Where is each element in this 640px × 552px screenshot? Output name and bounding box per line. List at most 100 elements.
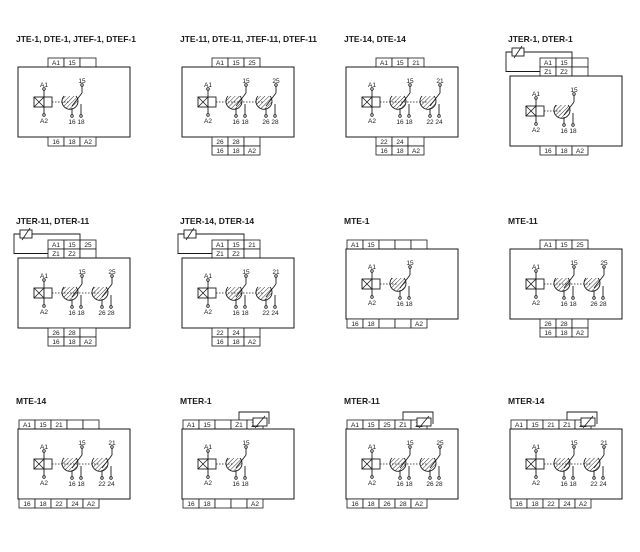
contact-arm	[101, 283, 113, 298]
coil-label: A2	[532, 127, 540, 134]
pin-circle	[572, 265, 576, 269]
bottom-terminal-label: 18	[203, 501, 211, 508]
pin-circle	[370, 269, 374, 273]
bottom-terminal-label: 28	[232, 139, 240, 146]
pin-circle	[572, 92, 576, 96]
top-terminal-label: 15	[68, 60, 76, 67]
coil-cross	[197, 458, 209, 470]
contact-label: 24	[599, 481, 607, 488]
pin-circle	[243, 114, 247, 118]
pin-circle	[206, 87, 210, 91]
diagram-title: JTER-1, DTER-1	[508, 34, 573, 44]
pin-circle	[80, 445, 84, 449]
bottom-terminal-cell	[243, 136, 261, 147]
contact-label: 25	[108, 269, 116, 276]
contact-label: 15	[78, 269, 86, 276]
bottom-terminal-label: 18	[68, 139, 76, 146]
top-terminal-cell	[571, 66, 589, 77]
bottom-terminal-cell	[214, 498, 232, 509]
pin-circle	[70, 114, 74, 118]
pin-circle	[407, 296, 411, 300]
pin-circle	[110, 274, 114, 278]
top-terminal-label: A1	[23, 422, 31, 429]
contact-label: 22	[426, 119, 434, 126]
bottom-terminal-label: 26	[52, 330, 60, 337]
bottom-terminal-cell	[407, 136, 425, 147]
bottom-terminal-label: 18	[367, 321, 375, 328]
contact-label: 28	[271, 119, 279, 126]
diagram-title: JTER-14, DTER-14	[180, 216, 254, 226]
z-link-wire	[238, 411, 270, 424]
bottom-terminal-label: 26	[216, 139, 224, 146]
diagram-title: MTER-11	[344, 396, 380, 406]
pin-circle	[42, 113, 46, 117]
top-terminal-label: 25	[84, 242, 92, 249]
contact-label: 15	[570, 87, 578, 94]
contact-label: 28	[599, 301, 607, 308]
coil-cross	[361, 278, 373, 290]
top-terminal-label: 15	[203, 422, 211, 429]
contact-arm	[399, 454, 411, 469]
contact-arm	[429, 92, 441, 107]
contact-label: 15	[242, 78, 250, 85]
pin-circle	[438, 83, 442, 87]
pin-circle	[274, 274, 278, 278]
timer-element	[207, 287, 217, 299]
contact-label: 28	[107, 310, 115, 317]
contact-arm	[235, 283, 247, 298]
contact-label: 25	[436, 440, 444, 447]
pin-circle	[562, 296, 566, 300]
coil-label: A2	[204, 309, 212, 316]
top-terminal-label: 15	[396, 60, 404, 67]
pin-circle	[206, 475, 210, 479]
coil-label: A2	[40, 480, 48, 487]
top-terminal-label: 15	[560, 60, 568, 67]
bottom-terminal-label: 16	[216, 148, 224, 155]
coil-label: A1	[532, 444, 540, 451]
top-terminal-cell	[410, 239, 428, 250]
pin-circle	[407, 114, 411, 118]
pin-circle	[79, 305, 83, 309]
bottom-terminal-cell	[571, 318, 589, 329]
contact-switch	[61, 286, 79, 301]
pin-circle	[602, 265, 606, 269]
top-terminal-cell	[79, 57, 97, 68]
top-terminal-label: 15	[68, 242, 76, 249]
bottom-terminal-label: A2	[576, 330, 584, 337]
pin-circle	[234, 305, 238, 309]
top-terminal-label: Z1	[563, 422, 571, 429]
bottom-terminal-label: 16	[351, 321, 359, 328]
potentiometer-arrow	[582, 415, 594, 429]
top-terminal-cell	[82, 419, 100, 430]
contact-switch	[389, 95, 407, 110]
contact-arm	[235, 454, 247, 469]
top-terminal-label: 15	[39, 422, 47, 429]
top-terminal-label: A1	[52, 60, 60, 67]
bottom-terminal-label: A2	[84, 139, 92, 146]
pin-circle	[572, 445, 576, 449]
z-link-wire	[566, 411, 598, 424]
coil-label: A1	[532, 91, 540, 98]
bottom-terminal-cell	[410, 318, 428, 329]
potentiometer-arrow	[513, 45, 523, 59]
timer-element	[535, 278, 545, 290]
pin-circle	[79, 476, 83, 480]
bottom-terminal-label: 24	[563, 501, 571, 508]
coil-label: A1	[204, 82, 212, 89]
coil-cross	[361, 458, 373, 470]
contact-switch	[91, 286, 109, 301]
pin-circle	[79, 114, 83, 118]
contact-label: 16	[560, 128, 568, 135]
coil-label: A2	[532, 480, 540, 487]
coil-label: A1	[368, 82, 376, 89]
pin-circle	[408, 445, 412, 449]
potentiometer-arrow	[21, 227, 31, 241]
top-terminal-label: Z2	[232, 251, 240, 258]
top-terminal-label: A1	[544, 242, 552, 249]
timer-element	[535, 105, 545, 117]
contact-label: 15	[78, 78, 86, 85]
